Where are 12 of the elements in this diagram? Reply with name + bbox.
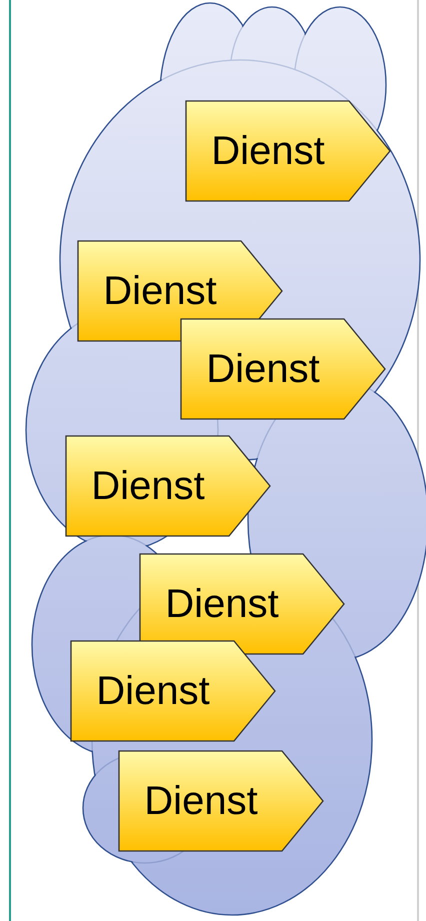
pentagon-arrow-shape: [180, 318, 386, 420]
service-label: Dienst: [143, 778, 259, 824]
pentagon-arrow-shape: [118, 750, 324, 852]
pentagon-arrow-shape: [185, 100, 391, 202]
service-label: Dienst: [95, 668, 211, 714]
service-label: Dienst: [205, 346, 321, 392]
service-label: Dienst: [164, 580, 280, 628]
pentagon-arrow-shape: [65, 435, 271, 537]
pentagon-arrow-shape: [70, 640, 276, 742]
service-label: Dienst: [102, 268, 218, 314]
service-label: Dienst: [210, 128, 326, 174]
service-label: Dienst: [90, 462, 206, 510]
